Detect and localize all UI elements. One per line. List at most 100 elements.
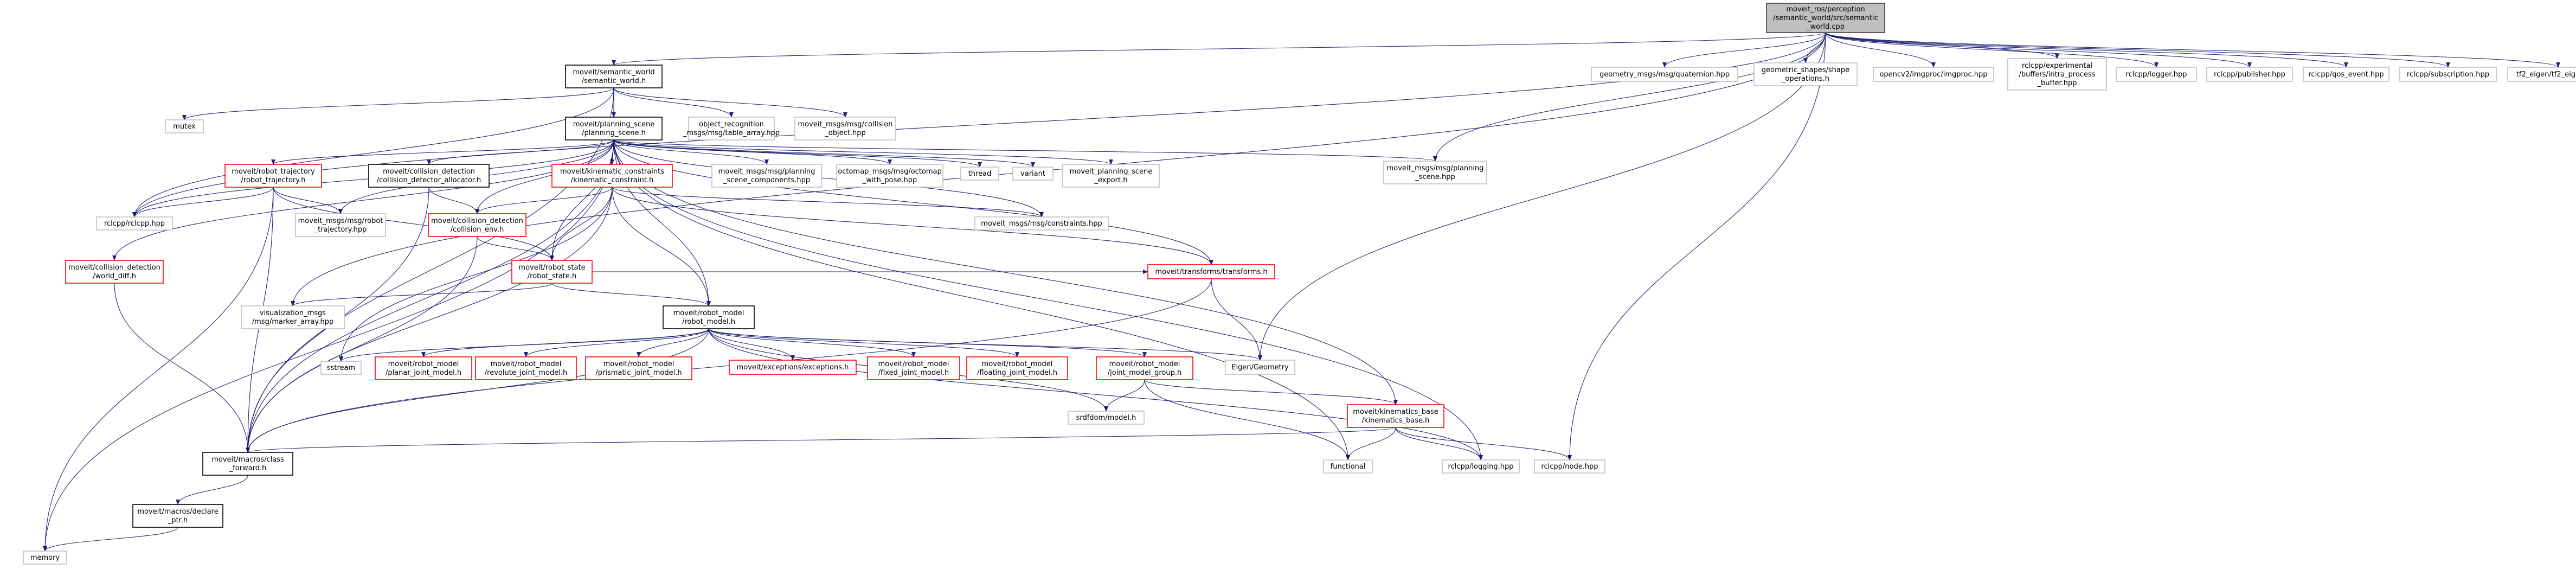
node-box — [320, 361, 362, 375]
edge-path — [613, 139, 1113, 165]
node-label-line: visualization_msgs — [260, 309, 326, 317]
graph-node-dp[interactable]: moveit/macros/declare_ptr.h — [132, 504, 223, 528]
node-label-line: _export.h — [1094, 176, 1128, 184]
dependency-edge — [246, 139, 614, 453]
dependency-edge — [1144, 379, 1350, 461]
graph-node-exc[interactable]: moveit/exceptions/exceptions.h — [729, 360, 857, 375]
graph-node-prjm[interactable]: moveit/robot_model/prismatic_joint_model… — [585, 356, 692, 380]
graph-node-logger[interactable]: rclcpp/logger.hpp — [2116, 67, 2197, 82]
graph-node-rjm[interactable]: moveit/robot_model/revolute_joint_model.… — [475, 356, 577, 380]
graph-node-mmrt[interactable]: moveit_msgs/msg/robot_trajectory.hpp — [295, 213, 386, 237]
graph-node-thread[interactable]: thread — [960, 167, 999, 181]
edge-path — [246, 427, 1396, 453]
node-box — [960, 167, 999, 181]
graph-node-ps[interactable]: moveit/planning_scene/planning_scene.h — [565, 117, 663, 140]
graph-node-rclcpp[interactable]: rclcpp/rclcpp.hpp — [96, 216, 173, 231]
edge-path — [475, 139, 614, 214]
dependency-edge — [613, 139, 982, 168]
graph-node-cv2[interactable]: opencv2/imgproc/imgproc.hpp — [1873, 67, 1994, 82]
graph-node-root[interactable]: moveit_ros/perception/semantic_world/src… — [1766, 3, 1885, 33]
node-label-line: moveit/macros/declare — [137, 508, 218, 516]
dependency-edge — [613, 87, 847, 118]
graph-node-qos[interactable]: rclcpp/qos_event.hpp — [2303, 67, 2389, 82]
node-label-line: /collision_env.h — [451, 226, 504, 234]
graph-node-gso[interactable]: geometric_shapes/shape_operations.h — [1753, 62, 1858, 86]
edge-path — [246, 328, 709, 453]
node-label-line: _buffer.hpp — [2037, 79, 2077, 87]
graph-node-ori[interactable]: object_recognition_msgs/msg/table_array.… — [683, 117, 780, 140]
node-box — [511, 260, 593, 284]
node-box — [1766, 3, 1885, 33]
node-box — [368, 164, 490, 188]
graph-node-tt[interactable]: moveit/transforms/transforms.h — [1147, 264, 1275, 279]
node-label-line: _scene.hpp — [1415, 173, 1455, 181]
graph-node-tf2[interactable]: tf2_eigen/tf2_eigen.hpp — [2507, 67, 2576, 82]
graph-node-eigen[interactable]: Eigen/Geometry — [1225, 360, 1295, 375]
graph-node-rt[interactable]: moveit/robot_trajectory/robot_trajectory… — [224, 164, 322, 188]
graph-node-mmco[interactable]: moveit_msgs/msg/collision_object.hpp — [794, 117, 896, 140]
graph-node-mutex[interactable]: mutex — [165, 119, 204, 133]
graph-node-kb[interactable]: moveit/kinematics_base/kinematics_base.h — [1347, 404, 1444, 428]
graph-node-jmg[interactable]: moveit/robot_model/joint_model_group.h — [1096, 356, 1193, 380]
graph-node-kc[interactable]: moveit/kinematic_constraints/kinematic_c… — [551, 164, 673, 188]
dependency-edge — [246, 328, 709, 453]
node-box — [565, 117, 663, 140]
node-label-line: _trajectory.hpp — [314, 226, 367, 234]
graph-node-sw[interactable]: moveit/semantic_world/semantic_world.h — [565, 65, 663, 88]
graph-node-pjm[interactable]: moveit/robot_model/planar_joint_model.h — [375, 356, 472, 380]
graph-node-fjm[interactable]: moveit/robot_model/fixed_joint_model.h — [867, 356, 960, 380]
dependency-edge — [477, 236, 554, 261]
graph-node-cf[interactable]: moveit/macros/class_forward.h — [202, 452, 293, 476]
node-label-line: geometry_msgs/msg/quaternion.hpp — [1599, 71, 1730, 79]
edge-path — [708, 328, 1147, 357]
graph-node-mmps[interactable]: moveit_msgs/msg/planning_scene.hpp — [1383, 161, 1487, 184]
graph-node-urdf[interactable]: srdfdom/model.h — [1068, 411, 1145, 425]
node-label-line: moveit/exceptions/exceptions.h — [737, 363, 849, 372]
graph-node-memory[interactable]: memory — [23, 551, 67, 565]
edge-layer — [43, 32, 2560, 552]
node-box — [2399, 67, 2497, 82]
graph-node-mmpsc[interactable]: moveit_msgs/msg/planning_scene_component… — [711, 164, 822, 188]
dependency-edge — [612, 187, 1044, 218]
edge-path — [1825, 32, 2252, 68]
node-label-line: /prismatic_joint_model.h — [595, 369, 682, 377]
node-label-line: object_recognition — [699, 120, 764, 129]
edge-path — [246, 236, 478, 453]
graph-node-cdenv[interactable]: moveit/collision_detection/collision_env… — [428, 213, 526, 237]
node-label-line: opencv2/imgproc/imgproc.hpp — [1879, 71, 1987, 79]
graph-node-wd[interactable]: moveit/collision_detection/world_diff.h — [65, 260, 164, 284]
graph-node-octo[interactable]: octomap_msgs/msg/octomap_with_pose.hpp — [836, 164, 943, 188]
edge-path — [708, 328, 1262, 361]
graph-node-gmq[interactable]: geometry_msgs/msg/quaternion.hpp — [1591, 67, 1738, 82]
graph-node-rnode[interactable]: rclcpp/node.hpp — [1534, 459, 1605, 474]
graph-node-fljm[interactable]: moveit/robot_model/floating_joint_model.… — [966, 356, 1068, 380]
graph-node-cda[interactable]: moveit/collision_detection/collision_det… — [368, 164, 490, 188]
graph-node-mmc[interactable]: moveit_msgs/msg/constraints.hpp — [974, 216, 1109, 231]
node-label-line: /planar_joint_model.h — [386, 369, 461, 377]
dependency-edge — [708, 328, 916, 357]
node-box — [2007, 58, 2107, 91]
graph-node-sstream[interactable]: sstream — [320, 361, 362, 375]
dependency-edge — [43, 139, 614, 552]
graph-node-functional[interactable]: functional — [1323, 459, 1373, 474]
node-label-line: functional — [1331, 463, 1366, 471]
dependency-edge — [291, 283, 553, 306]
edge-path — [613, 139, 1437, 162]
node-label-line: /revolute_joint_model.h — [485, 369, 567, 377]
graph-node-rlog[interactable]: rclcpp/logging.hpp — [1442, 459, 1520, 474]
node-label-line: moveit/robot_model — [673, 309, 744, 317]
graph-node-sub[interactable]: rclcpp/subscription.hpp — [2399, 67, 2497, 82]
graph-node-rcexp[interactable]: rclcpp/experimental/buffers/intra_proces… — [2007, 58, 2107, 91]
graph-node-variant[interactable]: variant — [1012, 167, 1053, 181]
graph-node-rm[interactable]: moveit/robot_model/robot_model.h — [663, 305, 755, 329]
edge-path — [613, 139, 769, 165]
node-box — [375, 356, 472, 380]
edge-path — [550, 187, 613, 261]
edge-path — [1144, 379, 1398, 405]
node-box — [165, 119, 204, 133]
graph-node-rs[interactable]: moveit/robot_state/robot_state.h — [511, 260, 593, 284]
node-box — [867, 356, 960, 380]
graph-node-pub[interactable]: rclcpp/publisher.hpp — [2206, 67, 2293, 82]
graph-node-vm[interactable]: visualization_msgs/msg/marker_array.hpp — [241, 305, 345, 329]
graph-node-mpse[interactable]: moveit_planning_scene_export.h — [1062, 164, 1160, 188]
